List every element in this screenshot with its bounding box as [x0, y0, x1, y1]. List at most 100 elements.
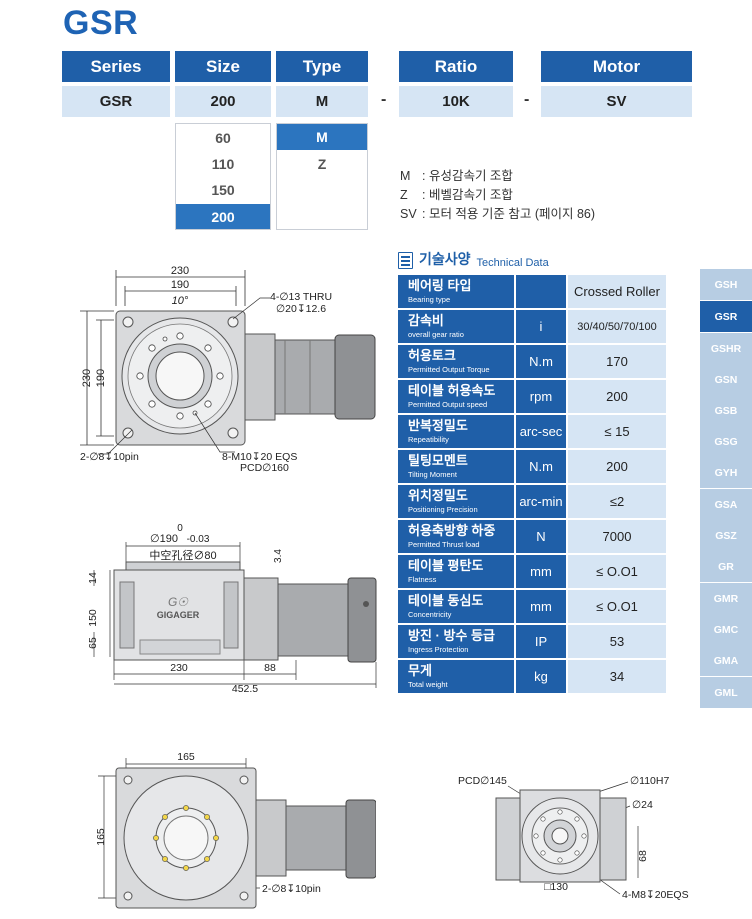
side-tab-gsh[interactable]: GSH — [700, 269, 752, 300]
drawing-bottom-left-view: 165 165 2-∅8↧10pin — [95, 751, 376, 909]
spec-label-ko: 테이블 평탄도 — [408, 558, 484, 573]
spec-label-ko: 허용토크 — [408, 348, 456, 363]
side-tab-gmr[interactable]: GMR — [700, 583, 752, 614]
size-option[interactable]: 150 — [211, 182, 235, 198]
drawing-bottom-right-view: PCD∅145 ∅110H7 ∅24 68 □130 4-M8↧20EQS — [458, 775, 689, 901]
spec-value: 7000 — [568, 520, 666, 553]
dim-68: 68 — [637, 850, 649, 862]
hollow-label: 中空孔径∅80 — [149, 548, 216, 562]
tech-data-title: 기술사양 Technical Data — [398, 249, 549, 269]
side-tab-gsb[interactable]: GSB — [700, 395, 752, 426]
size-option[interactable]: 110 — [211, 156, 235, 172]
spec-unit: N — [516, 520, 566, 553]
spec-value: 200 — [568, 380, 666, 413]
spec-value: ≤ 15 — [568, 415, 666, 448]
code-value-ratio: 10K — [399, 86, 513, 117]
spec-label-en: Flatness — [408, 575, 437, 584]
spec-unit — [516, 275, 566, 308]
pcd-label: PCD∅160 — [240, 462, 289, 474]
dim-88: 88 — [264, 662, 276, 674]
tech-data-title-en: Technical Data — [476, 257, 549, 269]
type-option[interactable]: Z — [317, 156, 327, 172]
tech-data-title-ko: 기술사양 — [419, 251, 471, 267]
side-tab-gmc[interactable]: GMC — [700, 614, 752, 645]
side-tab-gml[interactable]: GML — [700, 677, 752, 708]
dim-150: 150 — [87, 609, 99, 627]
spec-unit: mm — [516, 590, 566, 623]
spec-row: 허용축방향 하중 Permitted Thrust load N 7000 — [398, 520, 666, 553]
side-tab-gyh[interactable]: GYH — [700, 457, 752, 488]
spec-label: 허용축방향 하중 Permitted Thrust load — [398, 520, 514, 553]
spec-unit: i — [516, 310, 566, 343]
size-option-selected[interactable]: 200 — [176, 204, 270, 229]
dim-14: 14 — [87, 572, 99, 584]
spec-label-ko: 위치정밀도 — [408, 488, 468, 503]
spec-label-en: Permitted Thrust load — [408, 540, 480, 549]
side-tab-gsa[interactable]: GSA — [700, 489, 752, 520]
dim-height-inner: 190 — [95, 369, 107, 387]
dia-tol-top: 0 — [177, 523, 183, 534]
side-tab-gsz[interactable]: GSZ — [700, 520, 752, 551]
size-option[interactable]: 60 — [215, 130, 231, 146]
spec-label-ko: 방진 · 방수 등급 — [408, 628, 495, 643]
page-title: GSR — [63, 4, 139, 42]
side-tab-gr[interactable]: GR — [700, 551, 752, 582]
spec-label: 테이블 평탄도 Flatness — [398, 555, 514, 588]
dia-label: ∅190 — [150, 533, 178, 545]
code-value-size: 200 — [175, 86, 271, 117]
side-tab-gsr[interactable]: GSR — [700, 301, 752, 332]
spec-label-en: Permitted Output speed — [408, 400, 488, 409]
note-z: Z: 베벨감속기 조합 — [400, 184, 513, 203]
pcd-label: PCD∅145 — [458, 775, 507, 787]
size-option-list: 60 110 150 200 — [175, 123, 271, 230]
spec-unit: kg — [516, 660, 566, 693]
angle-label: 10° — [172, 295, 189, 307]
tap-label: 8-M10↧20 EQS — [222, 451, 297, 463]
spec-label-en: Repeatibility — [408, 435, 449, 444]
drawing-side-view: 0 ∅190 -0.03 中空孔径∅80 3.4 14 150 65 GIGAG… — [87, 523, 377, 692]
dim-3-4: 3.4 — [273, 549, 284, 563]
code-separator: - — [381, 91, 387, 108]
dia-24-label: ∅24 — [632, 799, 653, 811]
side-tab-gsg[interactable]: GSG — [700, 426, 752, 457]
dim-130: □130 — [544, 881, 568, 893]
spec-value: 170 — [568, 345, 666, 378]
drawing-top-view: 230 190 10° 230 190 4-∅13 THRU ∅20↧12.6 … — [80, 265, 376, 474]
side-tab-gsn[interactable]: GSN — [700, 364, 752, 395]
spec-label-ko: 허용축방향 하중 — [408, 523, 496, 538]
side-tab-gma[interactable]: GMA — [700, 645, 752, 676]
spec-value: 30/40/50/70/100 — [568, 310, 666, 343]
spec-label-en: Tilting Moment — [408, 470, 457, 479]
spec-value: 200 — [568, 450, 666, 483]
spec-value: ≤ O.O1 — [568, 590, 666, 623]
code-header-ratio: Ratio — [399, 51, 513, 82]
code-value-motor: SV — [541, 86, 692, 117]
code-separator: - — [524, 91, 530, 108]
code-header-type: Type — [276, 51, 368, 82]
spec-unit: IP — [516, 625, 566, 658]
spec-label-en: Permitted Output Torque — [408, 365, 490, 374]
spec-unit: arc-min — [516, 485, 566, 518]
note-sv: SV: 모터 적용 기준 참고 (페이지 86) — [400, 203, 595, 222]
type-option-selected[interactable]: M — [277, 124, 367, 150]
code-header-size: Size — [175, 51, 271, 82]
side-tab-gshr[interactable]: GSHR — [700, 333, 752, 364]
spec-value: 34 — [568, 660, 666, 693]
spec-value: 53 — [568, 625, 666, 658]
spec-unit: N.m — [516, 450, 566, 483]
spec-label-ko: 테이블 동심도 — [408, 593, 484, 608]
dim-230: 230 — [170, 662, 188, 674]
spec-value: ≤ O.O1 — [568, 555, 666, 588]
note-key: Z — [400, 188, 408, 202]
